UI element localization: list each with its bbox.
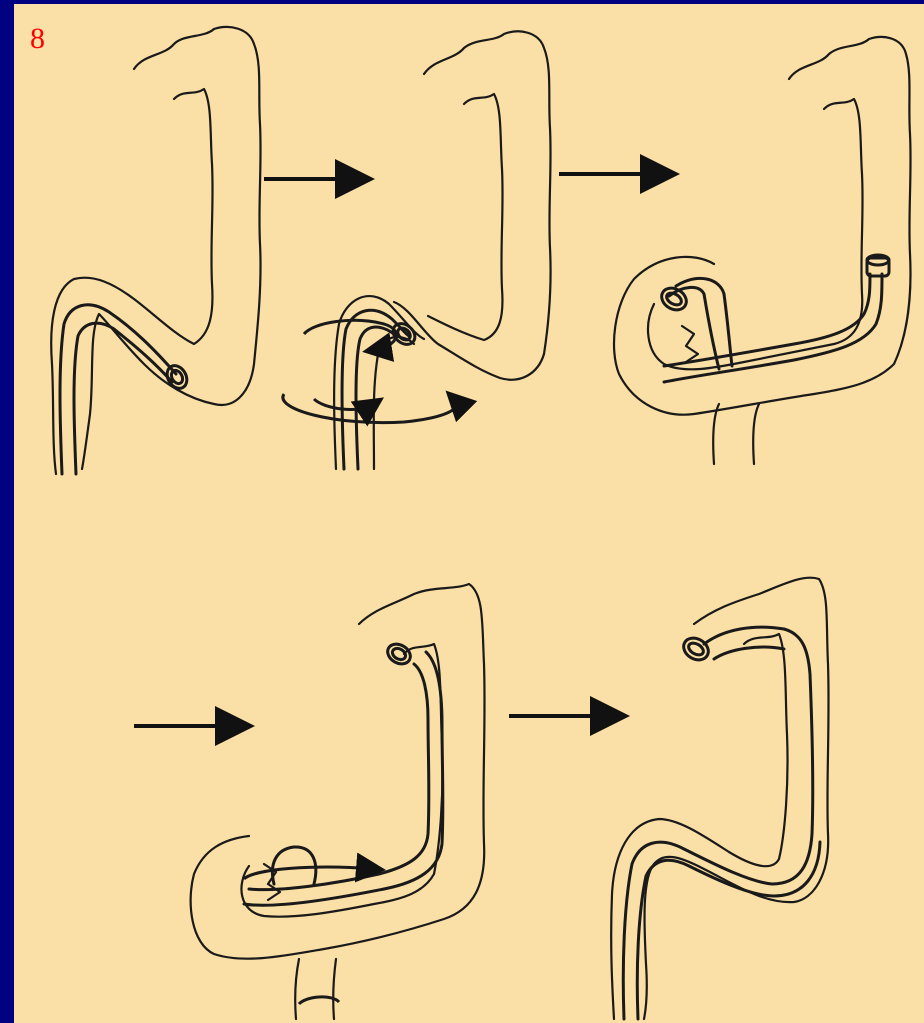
step-3-alpha-loop (614, 37, 911, 464)
step-1-colon-scope-insertion (51, 27, 260, 474)
step-4-loop-reduction (191, 584, 485, 1019)
illustration-panel: 8 (14, 4, 924, 1023)
step-2-scope-rotation (283, 31, 551, 469)
colonoscopy-loop-reduction-diagram (14, 4, 924, 1023)
step-5-straightened-colon (611, 578, 828, 1019)
